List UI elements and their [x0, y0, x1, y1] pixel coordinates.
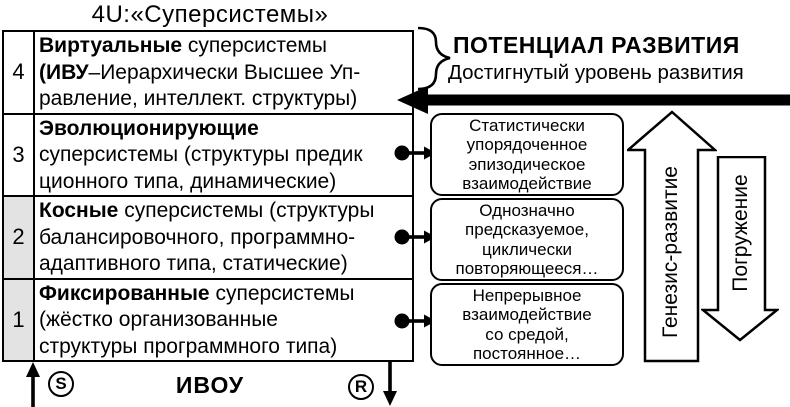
row-text-4: Виртуальные суперсистемы (ИВУ–Иерархичес… — [35, 32, 412, 113]
interaction-box-predictable: Однозначно предсказуемое, циклически пов… — [430, 198, 624, 281]
s-label: S — [55, 374, 67, 393]
row-text-regular: балансировочного, программно- — [39, 225, 356, 249]
achieved-level-arrow-icon — [397, 86, 790, 114]
row-number-3: 3 — [4, 114, 35, 195]
row-number-2: 2 — [4, 197, 35, 278]
immersion-down-arrow-icon — [701, 156, 779, 342]
immersion-label: Погружение — [729, 174, 752, 292]
genesis-up-arrow-icon — [627, 110, 717, 363]
brace-icon — [417, 26, 451, 91]
ivou-label: ИВОУ — [175, 372, 245, 398]
box-line: со средой, — [485, 324, 569, 344]
box-line: Однозначно — [479, 200, 575, 220]
row-line: Эволюционирующие — [39, 116, 410, 143]
row-text-2: Косные суперсистемы (структуры балансиро… — [35, 197, 412, 278]
output-down-arrow-icon — [383, 362, 397, 406]
row-text-regular: суперсистемы — [209, 281, 355, 305]
row-text-regular: адаптивного типа, статические) — [39, 252, 348, 275]
row-line: адаптивного типа, статические) — [39, 251, 410, 278]
row-line: ционного типа, динамические) — [39, 169, 410, 196]
genesis-label: Генезис-развитие — [659, 166, 682, 338]
box-line: упорядоченное — [466, 135, 588, 154]
row-text-bold: Эволюционирующие — [39, 116, 259, 140]
row-text-regular: суперсистемы (структуры предик — [39, 143, 363, 166]
diagram-title: 4U:«Суперсистемы» — [91, 1, 329, 28]
r-node: R — [348, 374, 374, 400]
interaction-box-statistical: Статистически упорядоченное эпизодическо… — [430, 113, 624, 196]
row-line: Виртуальные суперсистемы — [39, 33, 410, 60]
table-row-level-4: 4 Виртуальные суперсистемы (ИВУ–Иерархич… — [4, 32, 412, 115]
table-row-level-3: 3 Эволюционирующие суперсистемы (структу… — [4, 114, 412, 197]
row-number-4: 4 — [4, 32, 35, 113]
row-line: балансировочного, программно- — [39, 225, 410, 252]
row-text-bold: (ИВУ — [39, 60, 89, 84]
table-row-level-2: 2 Косные суперсистемы (структуры баланси… — [4, 197, 412, 280]
levels-table: 4 Виртуальные суперсистемы (ИВУ–Иерархич… — [2, 30, 414, 362]
achieved-level-label: Достигнутый уровень развития — [448, 61, 744, 84]
box-line: взаимодействие — [462, 305, 592, 324]
row-text-bold: Косные — [39, 199, 119, 222]
box-line: Непрерывное — [472, 285, 582, 305]
row-text-regular: суперсистемы — [182, 34, 327, 57]
s-node: S — [48, 371, 74, 397]
r-label: R — [354, 377, 368, 396]
table-row-level-1: 1 Фиксированные суперсистемы (жёстко орг… — [4, 279, 412, 361]
box-line: циклически — [481, 239, 573, 259]
potential-label: ПОТЕНЦИАЛ РАЗВИТИЯ — [453, 32, 740, 58]
row-line: Фиксированные суперсистемы — [39, 281, 410, 308]
box-line: повторяющееся… — [455, 259, 599, 278]
row-text-bold: Фиксированные — [39, 281, 210, 305]
row-line: Косные суперсистемы (структуры — [39, 198, 410, 225]
row-text-regular: структуры программного типа) — [39, 334, 338, 358]
box-line: постоянное… — [472, 344, 582, 363]
row-text-regular: суперсистемы (структуры — [118, 199, 375, 222]
interaction-box-continuous: Непрерывное взаимодействие со средой, по… — [430, 283, 624, 366]
row-text-regular: ционного типа, динамические) — [39, 169, 337, 193]
row-text-bold: Виртуальные — [39, 34, 183, 57]
row-text-3: Эволюционирующие суперсистемы (структуры… — [35, 115, 412, 196]
row-number-1: 1 — [4, 279, 35, 360]
row-line: (жёстко организованные — [39, 307, 410, 334]
box-line: Статистически — [469, 115, 585, 135]
row-line: равление, интеллект. структуры) — [39, 86, 410, 113]
row-line: (ИВУ–Иерархически Высшее Уп- — [39, 60, 410, 87]
row-text-regular: –Иерархически Высшее Уп- — [88, 60, 361, 84]
row-line: суперсистемы (структуры предик — [39, 142, 410, 169]
row-text-1: Фиксированные суперсистемы (жёстко орган… — [35, 280, 412, 361]
box-line: взаимодействие — [462, 174, 592, 193]
row-text-regular: равление, интеллект. структуры) — [39, 87, 358, 110]
row-text-regular: (жёстко организованные — [39, 308, 278, 331]
box-line: предсказуемое, — [465, 220, 589, 239]
input-up-arrow-icon — [26, 362, 40, 407]
box-line: эпизодическое — [468, 154, 586, 174]
row-line: структуры программного типа) — [39, 334, 410, 361]
